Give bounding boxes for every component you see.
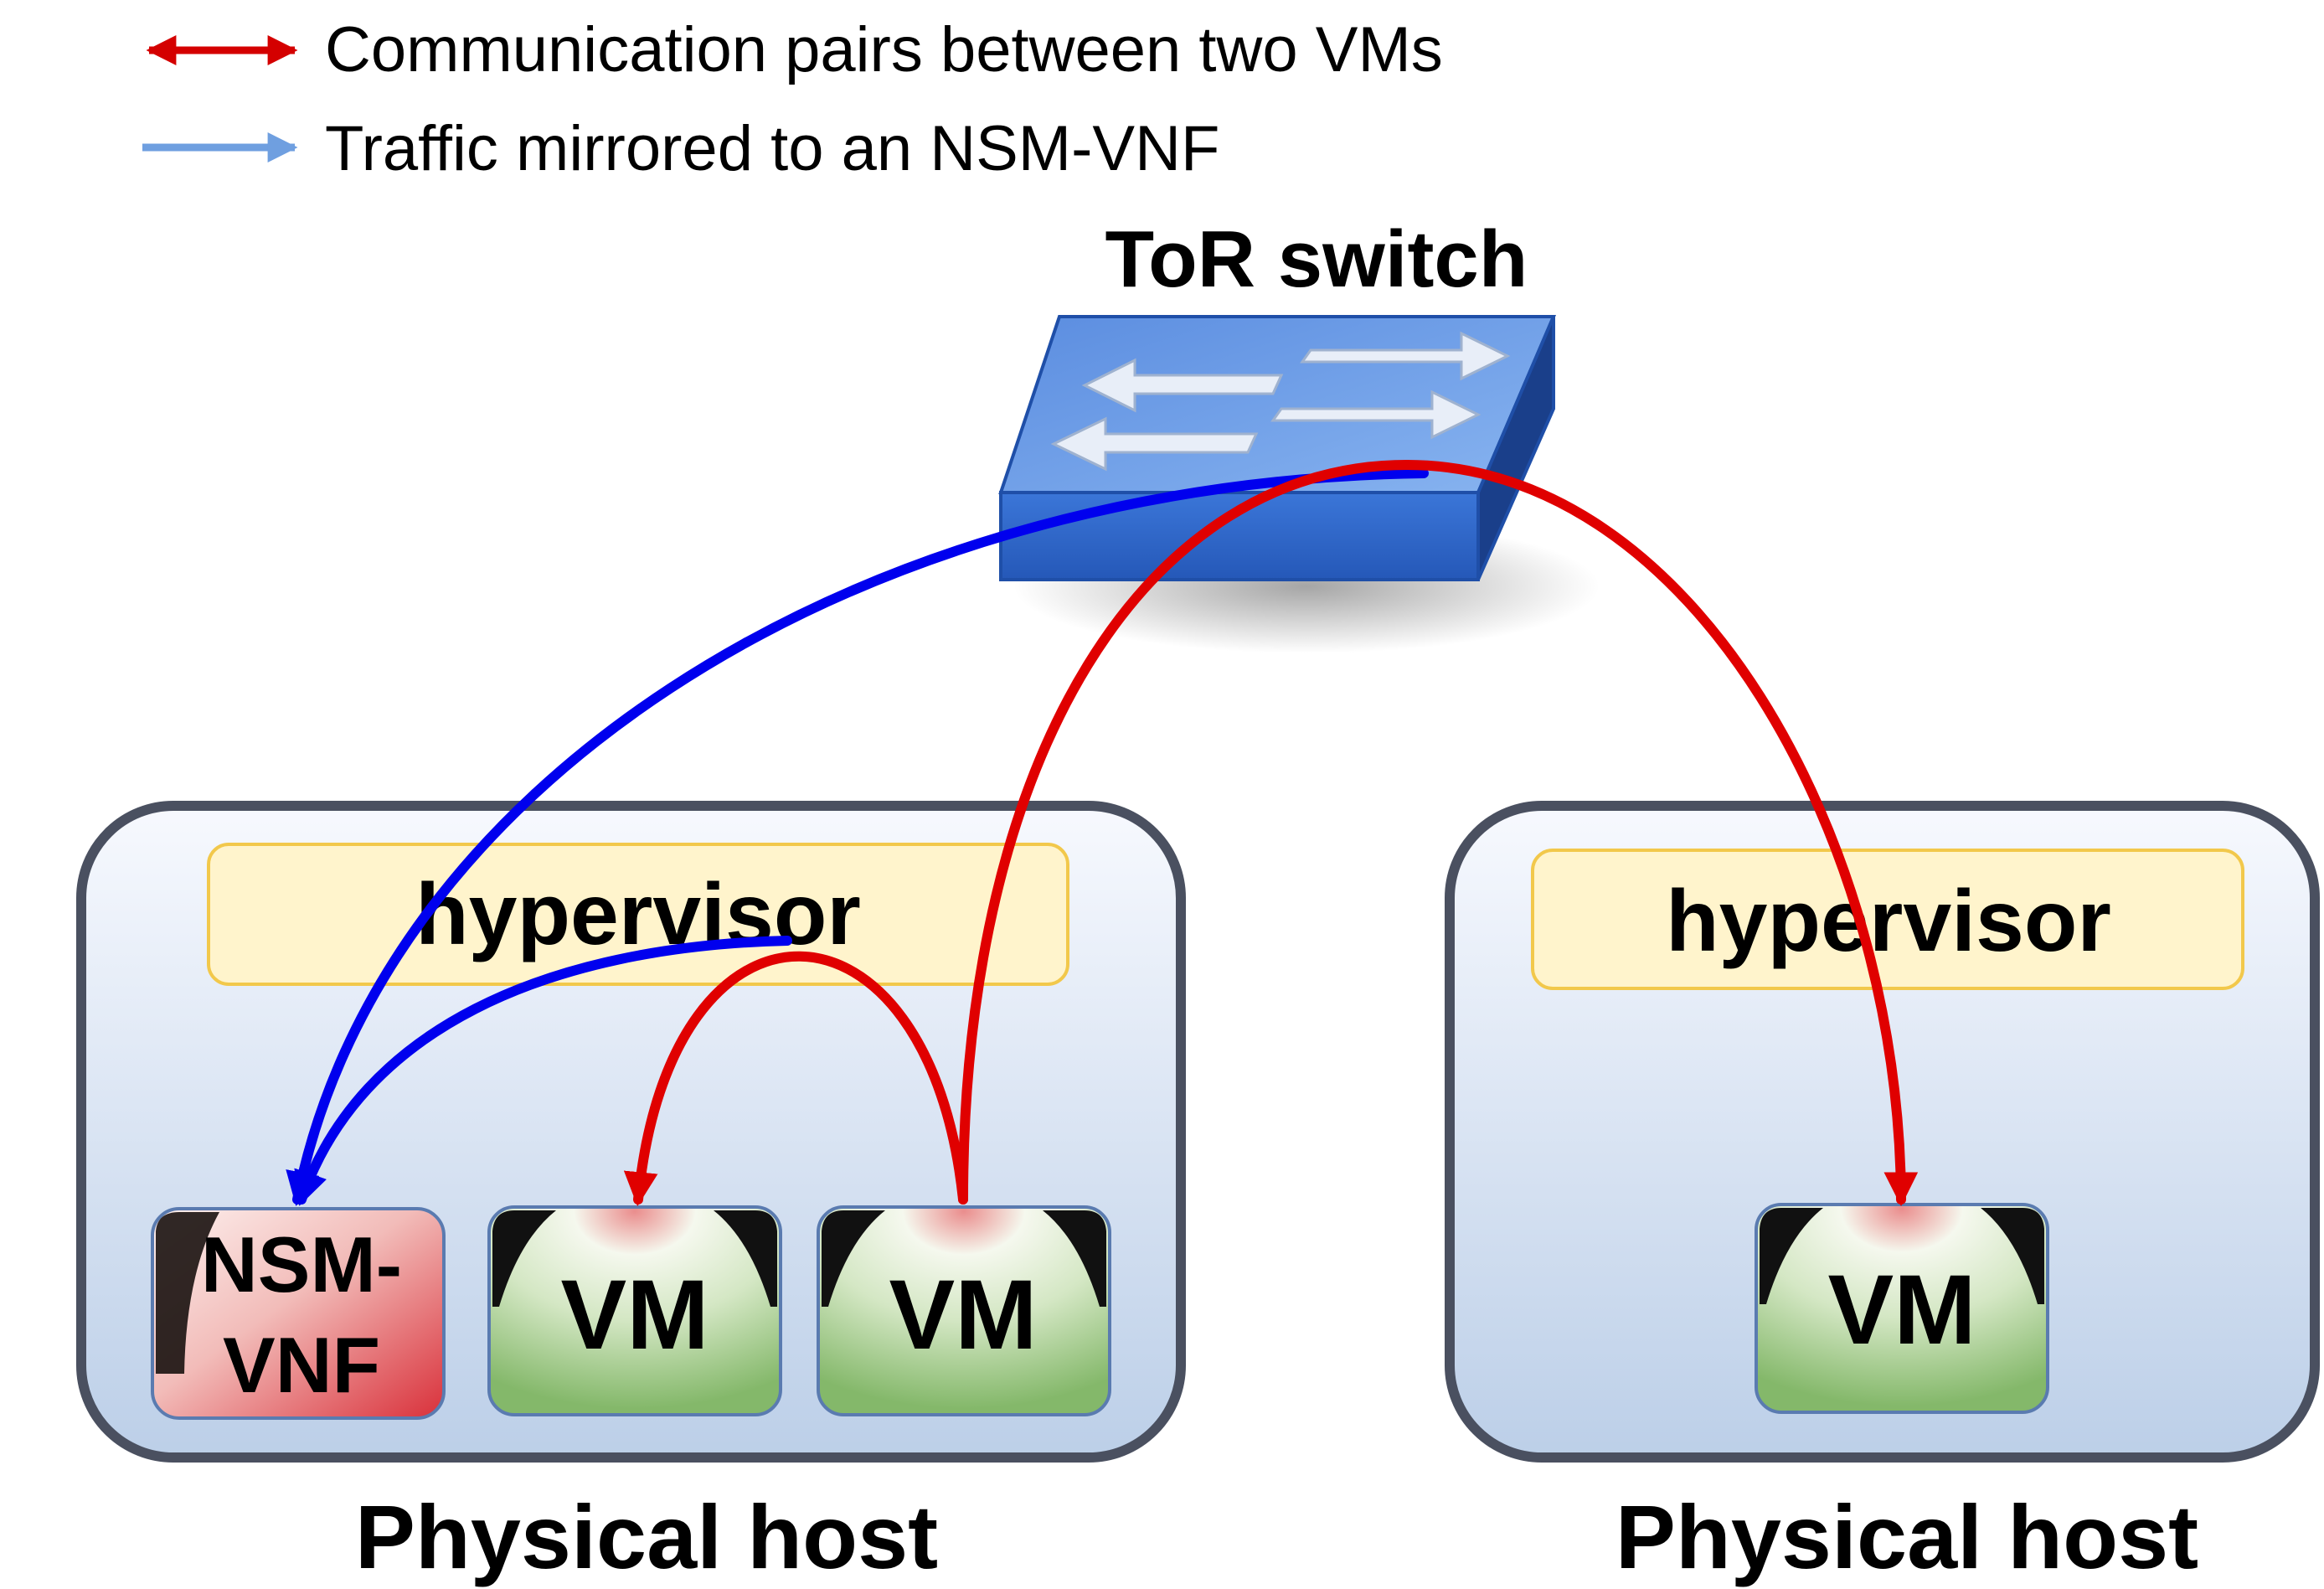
nsm-vnf-node: NSM- VNF bbox=[151, 1207, 446, 1420]
vm-label: VM bbox=[561, 1260, 709, 1370]
hypervisor-left: hypervisor bbox=[207, 843, 1069, 986]
mirror-flow-from-hypervisor bbox=[294, 936, 792, 1206]
legend-item-mirror: Traffic mirrored to an NSM-VNF bbox=[142, 113, 1219, 184]
physical-host-left: hypervisor NSM- VNF VM VM Physical host bbox=[76, 801, 1186, 1587]
physical-host-right: hypervisor VM Physical host bbox=[1445, 801, 2320, 1587]
host-caption: Physical host bbox=[1615, 1486, 2198, 1587]
legend-item-communication: Communication pairs between two VMs bbox=[146, 14, 1443, 85]
nsm-vnf-label-line1: NSM- bbox=[201, 1220, 402, 1308]
hypervisor-label: hypervisor bbox=[1666, 873, 2111, 970]
legend: Communication pairs between two VMs Traf… bbox=[142, 14, 1443, 184]
host-caption: Physical host bbox=[355, 1486, 938, 1587]
vm-label: VM bbox=[1828, 1255, 1976, 1365]
legend-label-communication: Communication pairs between two VMs bbox=[325, 14, 1443, 85]
traffic-flows bbox=[286, 459, 1919, 1207]
hypervisor-label: hypervisor bbox=[415, 866, 861, 963]
legend-label-mirror: Traffic mirrored to an NSM-VNF bbox=[325, 113, 1219, 184]
vm-label: VM bbox=[889, 1260, 1038, 1370]
communication-flow-cross-host bbox=[958, 459, 1919, 1207]
nsm-vnf-label-line2: VNF bbox=[223, 1321, 380, 1409]
mirror-flow-from-switch bbox=[286, 468, 1429, 1207]
communication-flow-local-pair bbox=[623, 951, 968, 1207]
vm-node: VM bbox=[487, 1205, 782, 1416]
hypervisor-right: hypervisor bbox=[1531, 849, 2244, 990]
vm-node: VM bbox=[1755, 1203, 2049, 1414]
switch-label: ToR switch bbox=[1105, 214, 1528, 304]
network-switch-icon bbox=[998, 315, 1557, 581]
tor-switch: ToR switch bbox=[998, 214, 1600, 653]
vm-node: VM bbox=[817, 1205, 1111, 1416]
